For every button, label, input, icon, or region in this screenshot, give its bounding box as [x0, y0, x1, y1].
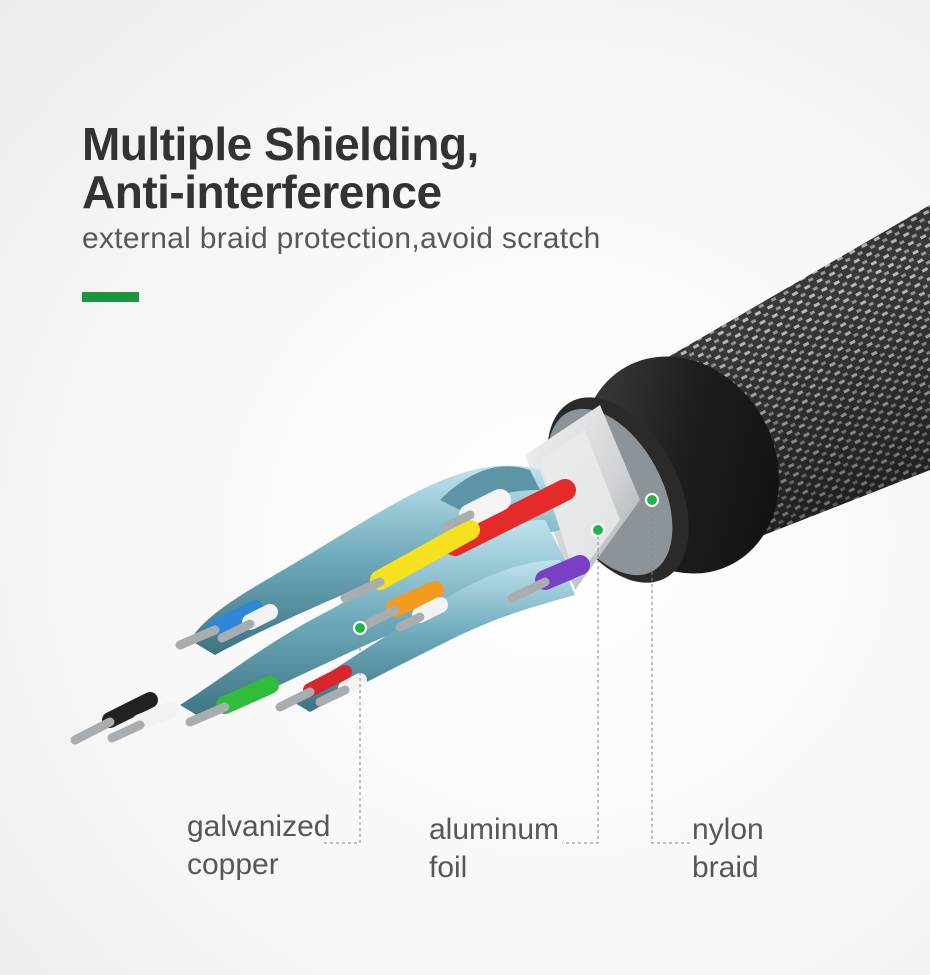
label-line: copper	[187, 848, 279, 881]
leader-copper	[322, 630, 361, 844]
subtitle: external braid protection,avoid scratch	[82, 222, 601, 255]
label-line: braid	[692, 851, 759, 884]
label-nylon-braid: nylon braid	[692, 811, 764, 887]
marker-copper	[353, 621, 367, 635]
accent-bar	[82, 292, 139, 302]
label-line: nylon	[692, 813, 764, 846]
aluminum-foil-layer	[525, 405, 640, 590]
label-line: foil	[429, 851, 468, 884]
marker-foil	[591, 523, 605, 537]
title-line-1: Multiple Shielding,	[82, 118, 479, 170]
leader-foil	[562, 530, 599, 844]
label-line: aluminum	[429, 813, 560, 846]
colored-conductors	[102, 479, 590, 730]
bare-strands	[70, 510, 550, 745]
marker-braid	[645, 493, 659, 507]
leader-braid	[651, 500, 690, 844]
marker-dots	[353, 493, 659, 635]
page-title: Multiple Shielding, Anti-interference	[82, 120, 479, 216]
label-line: galvanized	[187, 810, 331, 843]
label-galvanized-copper: galvanized copper	[187, 808, 330, 884]
leader-lines	[322, 500, 690, 844]
label-aluminum-foil: aluminum foil	[429, 811, 559, 887]
title-line-2: Anti-interference	[82, 166, 442, 218]
